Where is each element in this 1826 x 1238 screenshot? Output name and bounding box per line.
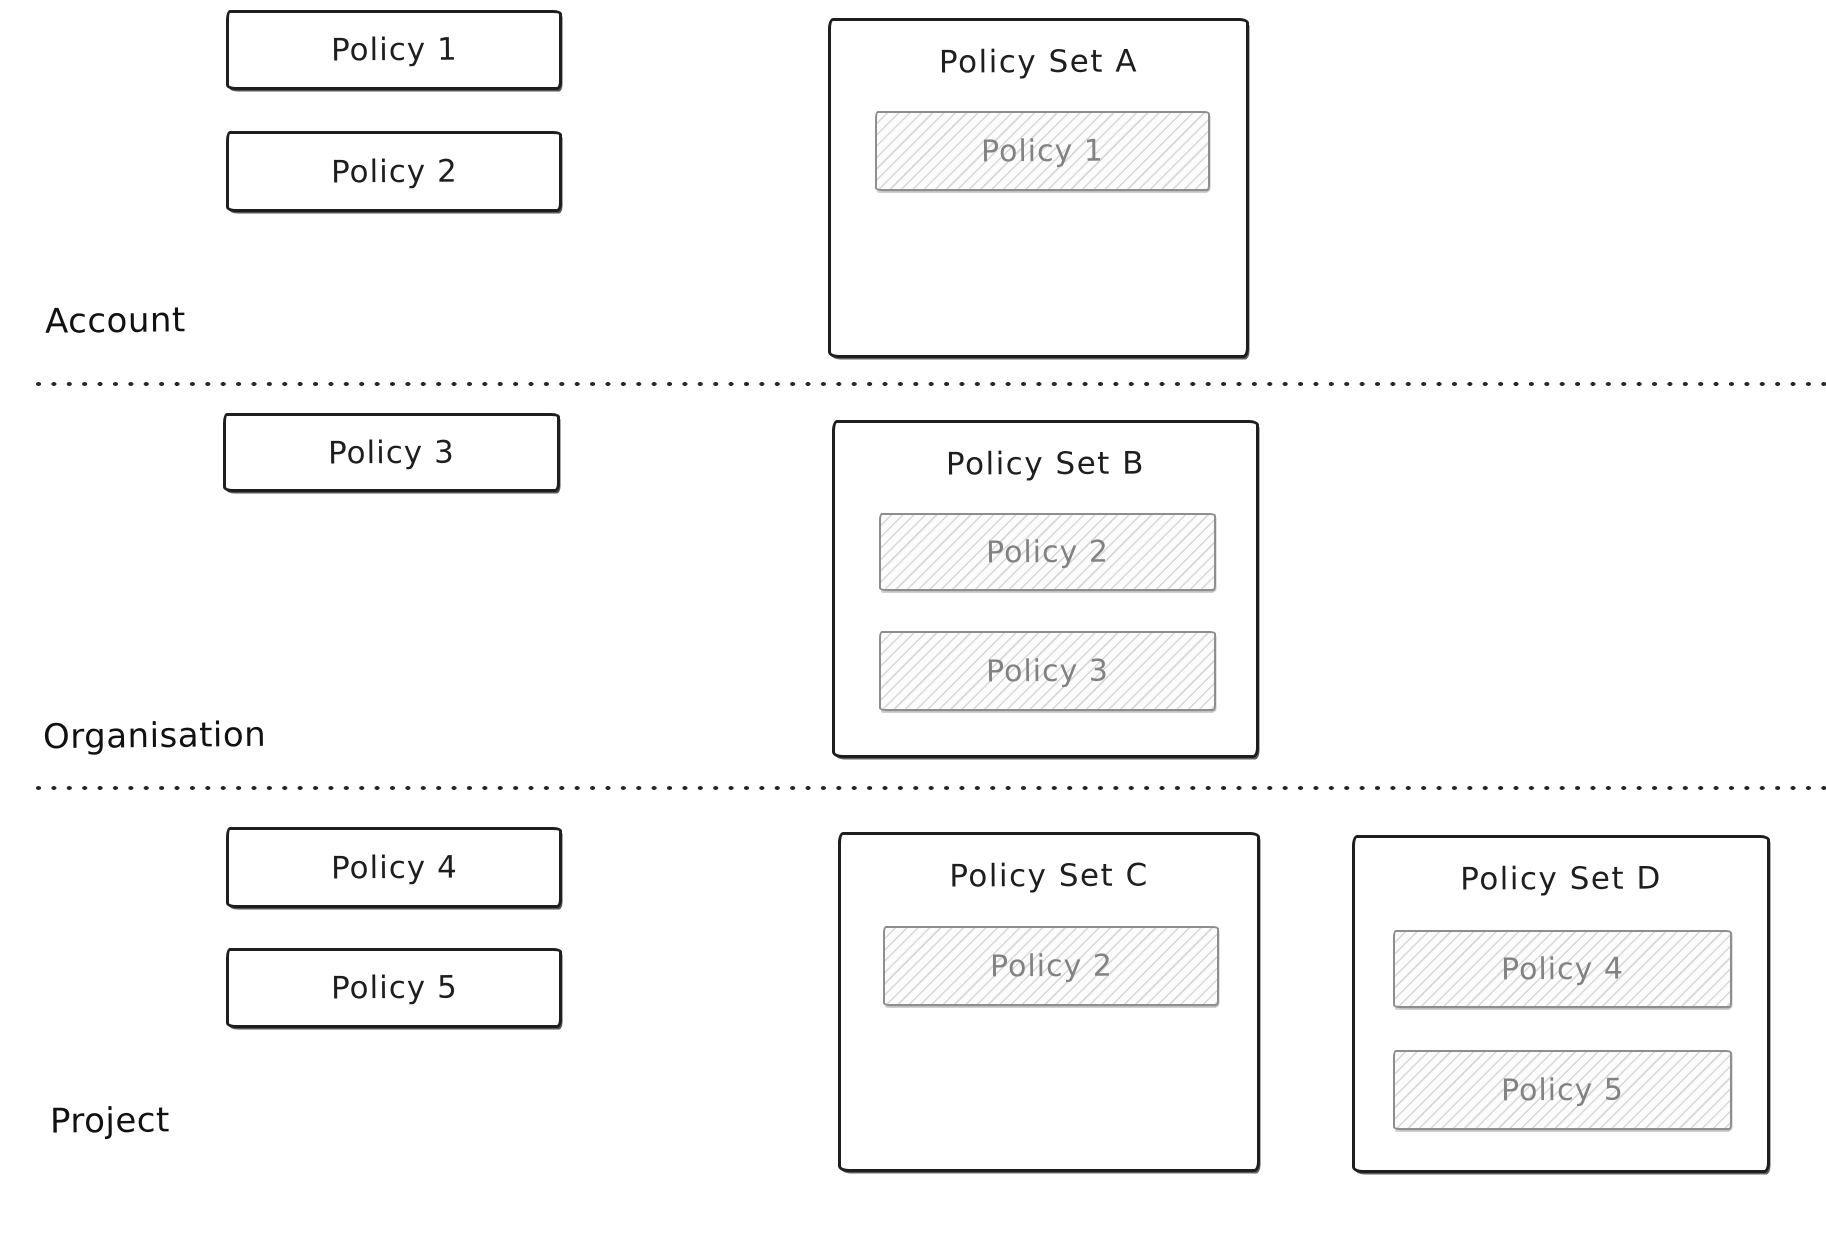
tier-label-organisation: Organisation	[42, 714, 267, 758]
policy-box-label: Policy 5	[330, 969, 458, 1007]
policy-set-d-title: Policy Set D	[1460, 860, 1662, 898]
policy-set-a: Policy Set A Policy 1	[828, 18, 1249, 358]
policy-set-c-member-policy-2: Policy 2	[883, 926, 1219, 1006]
policy-set-a-title: Policy Set A	[938, 43, 1139, 81]
policy-box-policy-2: Policy 2	[226, 131, 562, 212]
policy-box-policy-1: Policy 1	[226, 10, 562, 90]
tier-label-project: Project	[49, 1100, 171, 1142]
policy-box-policy-3: Policy 3	[223, 413, 560, 492]
policy-set-b-title: Policy Set B	[945, 445, 1146, 483]
policy-box-label: Policy 1	[330, 31, 458, 69]
policy-set-d-member-policy-4: Policy 4	[1393, 930, 1732, 1008]
member-label: Policy 2	[989, 948, 1113, 984]
member-label: Policy 3	[985, 653, 1110, 689]
policy-set-d-member-policy-5: Policy 5	[1393, 1050, 1732, 1130]
tier-divider-organisation-project	[36, 785, 1826, 791]
member-label: Policy 2	[985, 534, 1110, 570]
member-label: Policy 1	[980, 133, 1105, 169]
policy-box-policy-5: Policy 5	[226, 948, 562, 1028]
policy-box-label: Policy 3	[328, 434, 455, 471]
policy-set-c: Policy Set C Policy 2	[838, 832, 1260, 1172]
policy-box-policy-4: Policy 4	[226, 827, 562, 908]
tier-label-account: Account	[44, 300, 186, 342]
policy-set-b-member-policy-3: Policy 3	[879, 631, 1216, 711]
policy-box-label: Policy 2	[330, 153, 458, 190]
policy-set-d: Policy Set D Policy 4 Policy 5	[1352, 835, 1770, 1173]
policy-set-c-title: Policy Set C	[949, 857, 1149, 895]
policy-box-label: Policy 4	[330, 849, 458, 886]
policy-set-b-member-policy-2: Policy 2	[879, 513, 1216, 591]
member-label: Policy 5	[1500, 1072, 1625, 1108]
policy-set-b: Policy Set B Policy 2 Policy 3	[832, 420, 1259, 758]
policy-set-a-member-policy-1: Policy 1	[875, 111, 1210, 191]
tier-divider-account-organisation	[36, 381, 1826, 387]
member-label: Policy 4	[1500, 951, 1625, 987]
